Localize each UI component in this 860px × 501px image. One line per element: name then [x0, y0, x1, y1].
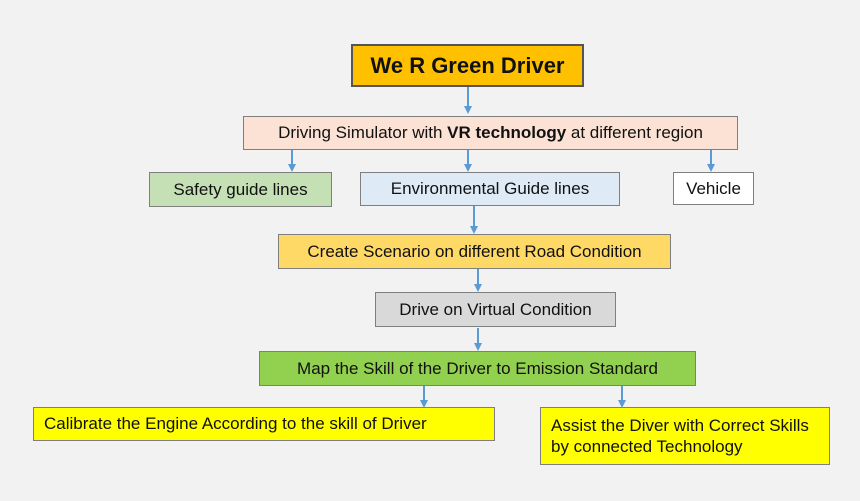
safety-guide-box: Safety guide lines: [149, 172, 332, 207]
title-box: We R Green Driver: [351, 44, 584, 87]
simulator-text-after: at different region: [566, 123, 703, 143]
environmental-guide-box: Environmental Guide lines: [360, 172, 620, 206]
scenario-box: Create Scenario on different Road Condit…: [278, 234, 671, 269]
map-skill-box: Map the Skill of the Driver to Emission …: [259, 351, 696, 386]
drive-box: Drive on Virtual Condition: [375, 292, 616, 327]
calibrate-box: Calibrate the Engine According to the sk…: [33, 407, 495, 441]
simulator-box: Driving Simulator with VR technology at …: [243, 116, 738, 150]
vehicle-box: Vehicle: [673, 172, 754, 205]
simulator-text-bold: VR technology: [447, 123, 567, 143]
simulator-text-before: Driving Simulator with: [278, 123, 448, 143]
assist-box: Assist the Diver with Correct Skills by …: [540, 407, 830, 465]
